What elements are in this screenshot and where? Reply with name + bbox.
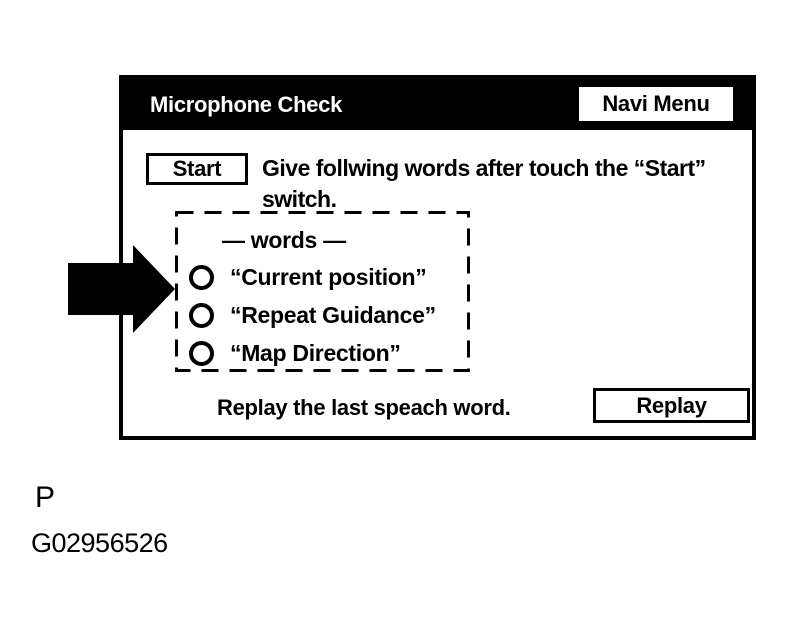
replay-caption: Replay the last speach word. (217, 395, 511, 420)
words-header: — words — (222, 227, 346, 253)
circle-bullet-icon (189, 265, 214, 290)
word-label-map-direction: “Map Direction” (230, 340, 401, 366)
replay-button[interactable]: Replay (593, 388, 750, 423)
word-row: “Repeat Guidance” (189, 302, 470, 329)
microphone-check-screen: Microphone Check Navi Menu Start Give fo… (119, 75, 756, 440)
circle-bullet-icon (189, 341, 214, 366)
figure-id: G02956526 (31, 528, 168, 558)
words-box: — words — “Current position” “Repeat Gui… (175, 211, 470, 372)
circle-bullet-icon (189, 303, 214, 328)
instruction-line-1: Give follwing words after touch the “Sta… (262, 155, 706, 181)
callout-arrow-icon (68, 245, 175, 333)
screen-title: Microphone Check (150, 92, 343, 117)
navi-menu-button[interactable]: Navi Menu (579, 87, 733, 121)
instruction-line-2: switch. (262, 186, 337, 212)
instruction-text: Give follwing words after touch the “Sta… (262, 153, 706, 215)
word-row: “Current position” (189, 264, 470, 291)
word-label-current-position: “Current position” (230, 264, 427, 290)
word-label-repeat-guidance: “Repeat Guidance” (230, 302, 436, 328)
title-bar: Microphone Check Navi Menu (123, 79, 752, 130)
start-button[interactable]: Start (146, 153, 248, 185)
page-marker: P (35, 481, 56, 514)
word-row: “Map Direction” (189, 340, 470, 367)
dashed-border (175, 211, 470, 372)
